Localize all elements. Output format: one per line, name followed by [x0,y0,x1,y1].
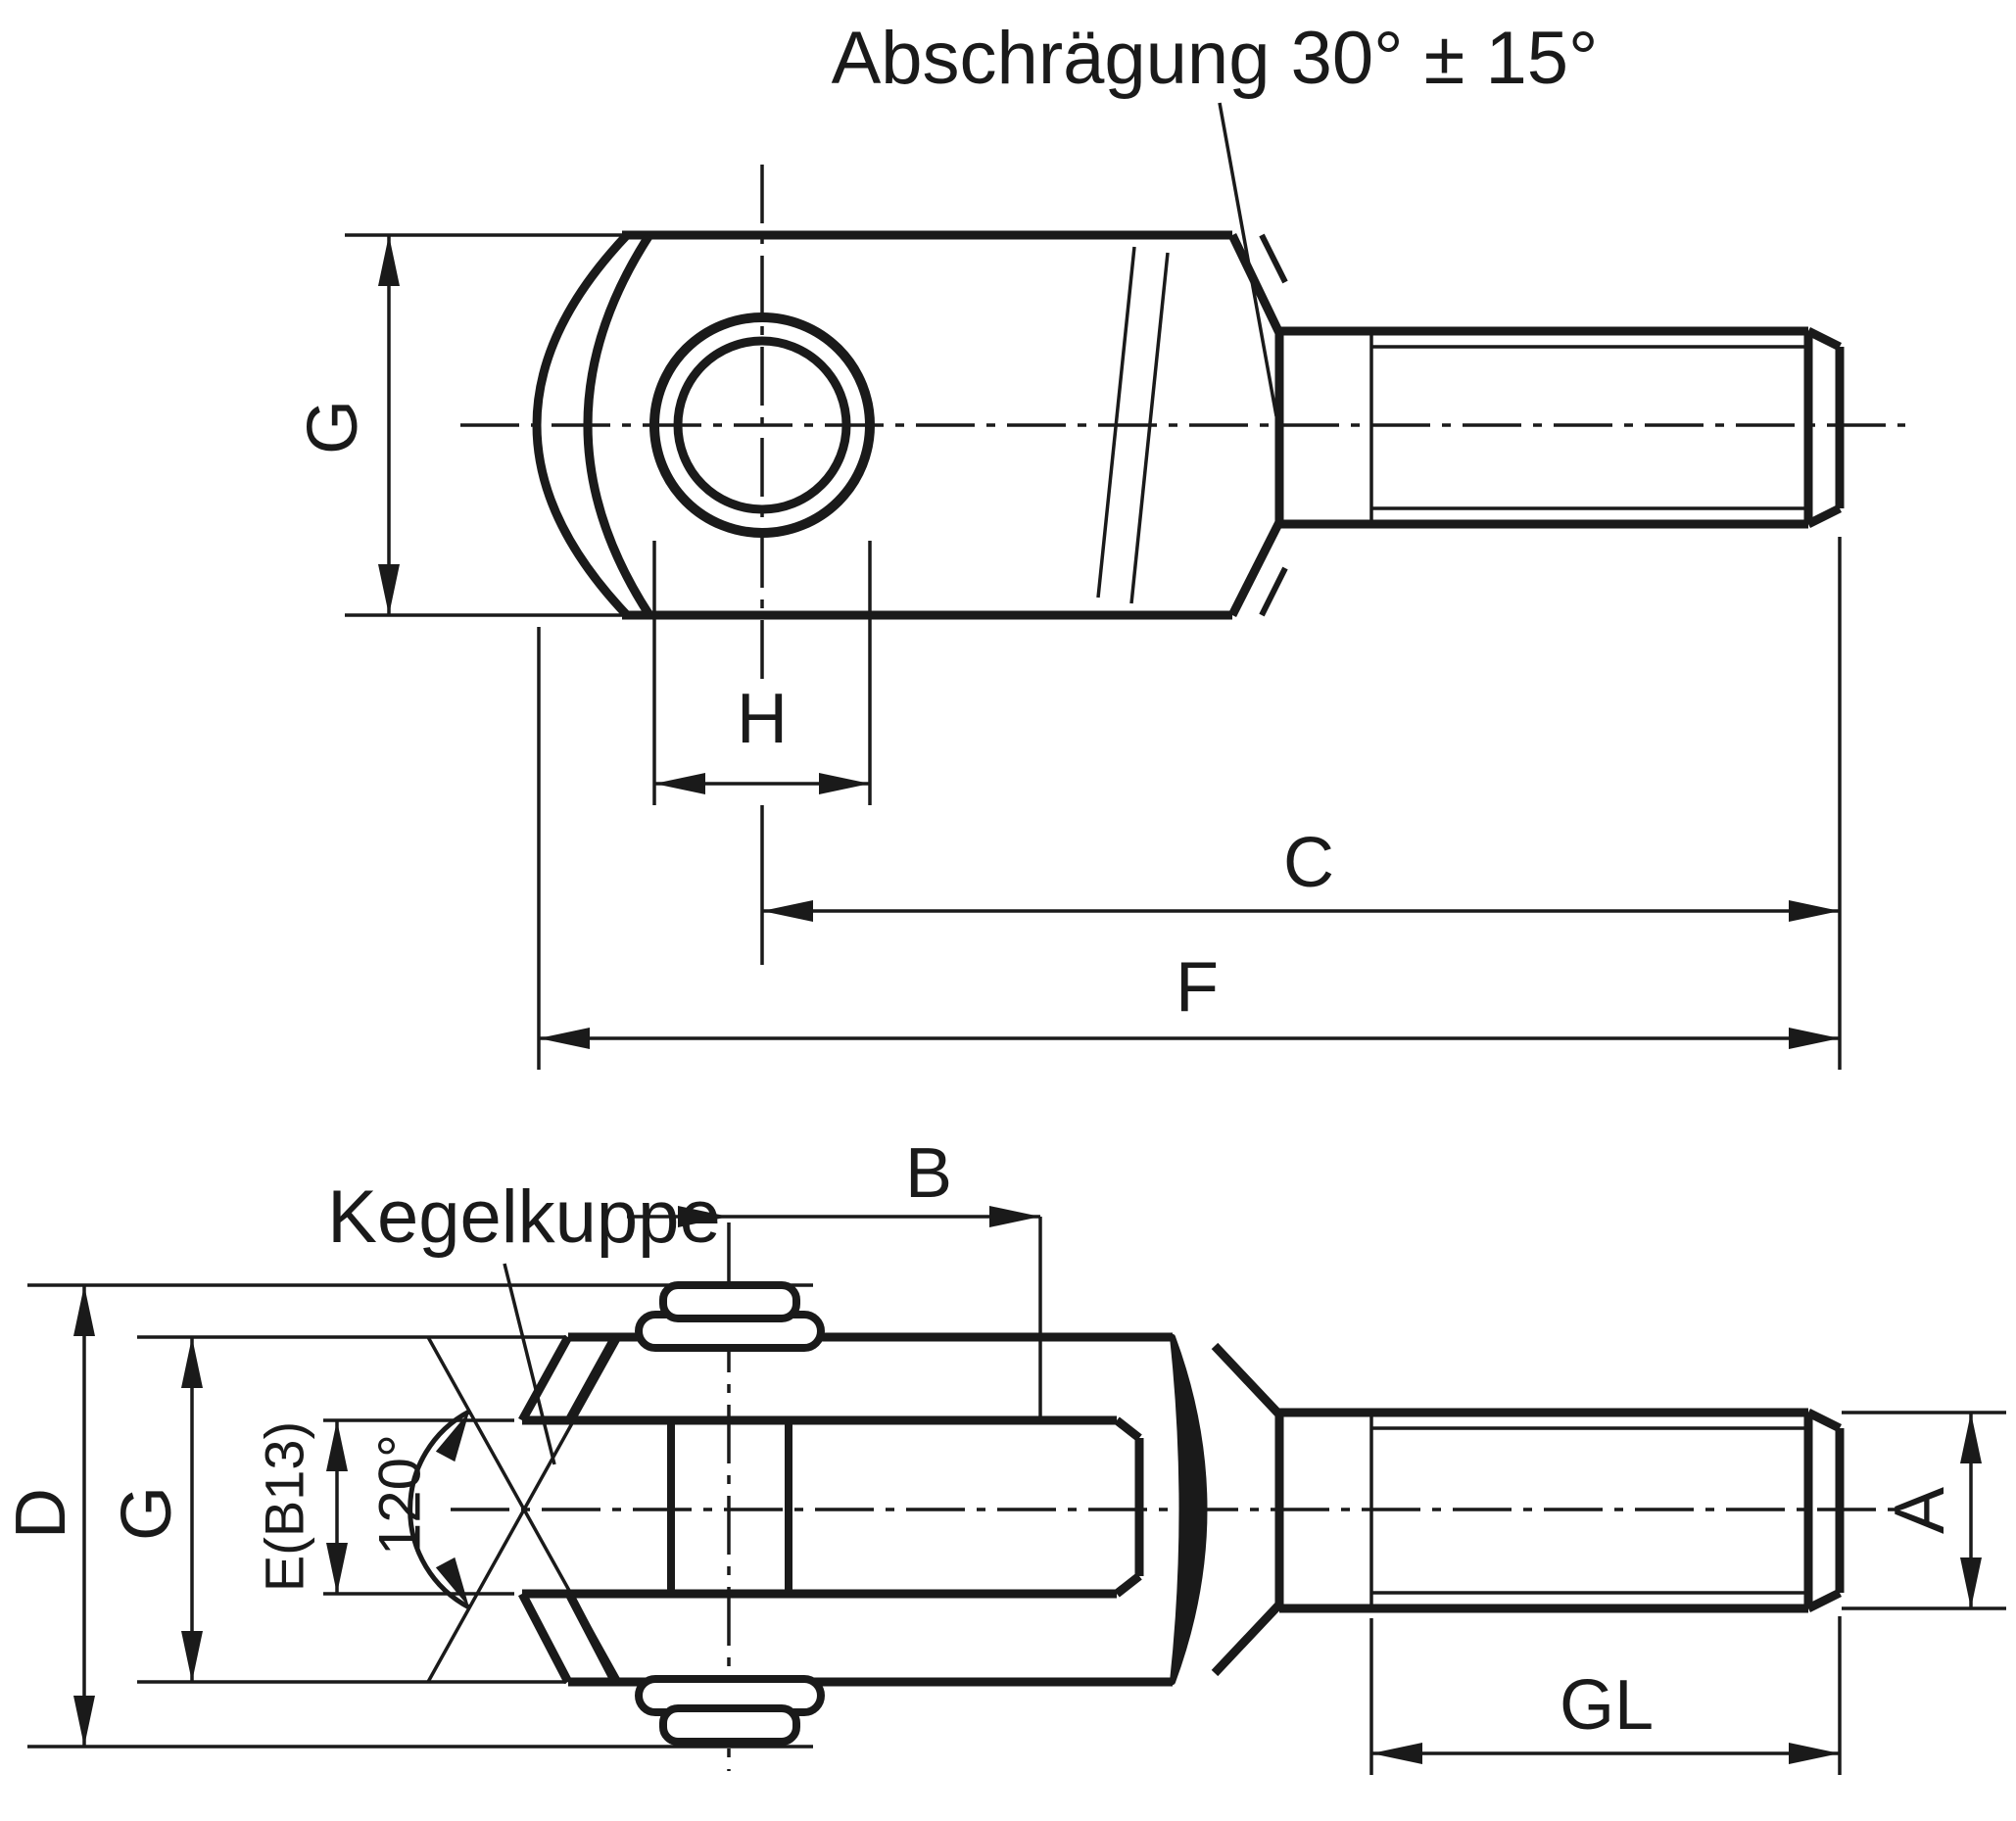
threaded-shank-bottom-view [1274,1408,1845,1613]
dim-angle-label: 120° [367,1434,433,1556]
slot-end-chamfers [1114,1416,1142,1598]
thread-outer-lines [1279,326,1808,529]
cone-tip-annotation: Kegelkuppe [327,1175,721,1465]
shoulder-curve-1 [1096,246,1136,599]
pin-bottom-cap [659,1704,800,1746]
dim-g-top-view: G [294,233,686,617]
thread-outer-lines-2 [1279,1408,1808,1613]
slot-edges [522,1415,1117,1599]
slot-mouth-chamfer-bottom [518,1591,619,1685]
bottom-view: D G E(B13) 120° [2,1134,2006,1775]
cone-tip-label: Kegelkuppe [327,1175,720,1259]
thread-root-lines-2 [1371,1426,1808,1595]
eye-body-outline [532,230,1288,620]
dim-d: D [2,1283,813,1749]
dim-g-bottom-view: G [108,1335,566,1684]
chamfer-line-top [1259,233,1288,284]
clevis-pin [635,1281,825,1746]
dim-c: C [760,805,1840,965]
dim-a: A [1842,1411,2006,1610]
pin-top-cap [659,1281,800,1322]
shoulder-curve-2 [1129,252,1170,604]
threaded-shank-top-view [1274,326,1845,529]
dim-g2-label: G [108,1486,186,1541]
chamfer-annotation: Abschrägung 30° ± 15° [832,17,1599,417]
rounded-end-outer-arc [532,231,631,619]
dim-gl-extension-lines [1369,1616,1842,1775]
dim-e: E(B13) [254,1418,514,1596]
dim-f: F [537,537,1842,1070]
dim-d-extension-lines [27,1283,813,1749]
dim-f-label: F [1176,948,1219,1027]
dim-b-label: B [905,1134,952,1213]
dim-h: H [652,541,872,805]
dim-c-label: C [1283,824,1334,902]
dim-h-label: H [737,680,788,758]
angle-arc [408,1409,471,1610]
dim-gl-label: GL [1560,1666,1654,1745]
dim-cone-angle: 120° [367,1406,479,1613]
taper-top [1227,233,1284,335]
cone-tip-leader-line [503,1263,556,1465]
dim-a-extension-lines [1842,1411,2006,1610]
dim-gl: GL [1369,1616,1842,1775]
chamfer-note-label: Abschrägung 30° ± 15° [832,17,1599,100]
taper-to-shank-slants [1211,1342,1283,1677]
pin-shank-edges [667,1420,792,1594]
pivot-hole-inner [673,336,851,514]
thread-end-chamfers-2 [1805,1408,1843,1613]
dim-b: B [627,1134,1042,1418]
dim-f-extension-lines [537,537,1842,1070]
dim-h-extension-lines [652,541,872,805]
slot-mouth-chamfer-top [518,1334,619,1423]
dim-g2-extension-lines [137,1335,566,1684]
cone-construction-lines [426,1336,622,1683]
thread-end-chamfers [1805,326,1843,529]
taper-silhouette [1170,1334,1208,1685]
chamfer-leader-line [1218,102,1278,417]
chamfer-line-bottom [1259,566,1288,617]
dim-d-label: D [2,1488,80,1539]
dim-e-extension-lines [323,1418,514,1596]
taper-bottom [1227,519,1284,618]
dim-a-label: A [1881,1487,1959,1534]
rounded-end-inner-arc [583,232,653,618]
dim-e-label: E(B13) [254,1421,315,1592]
thread-root-lines [1371,345,1808,510]
pivot-hole-outer [649,312,875,538]
dim-g-label: G [294,400,372,455]
top-view: G H C F Abschrägung 30° ± 15 [294,17,1905,1070]
dim-g-extension-lines [345,233,686,617]
